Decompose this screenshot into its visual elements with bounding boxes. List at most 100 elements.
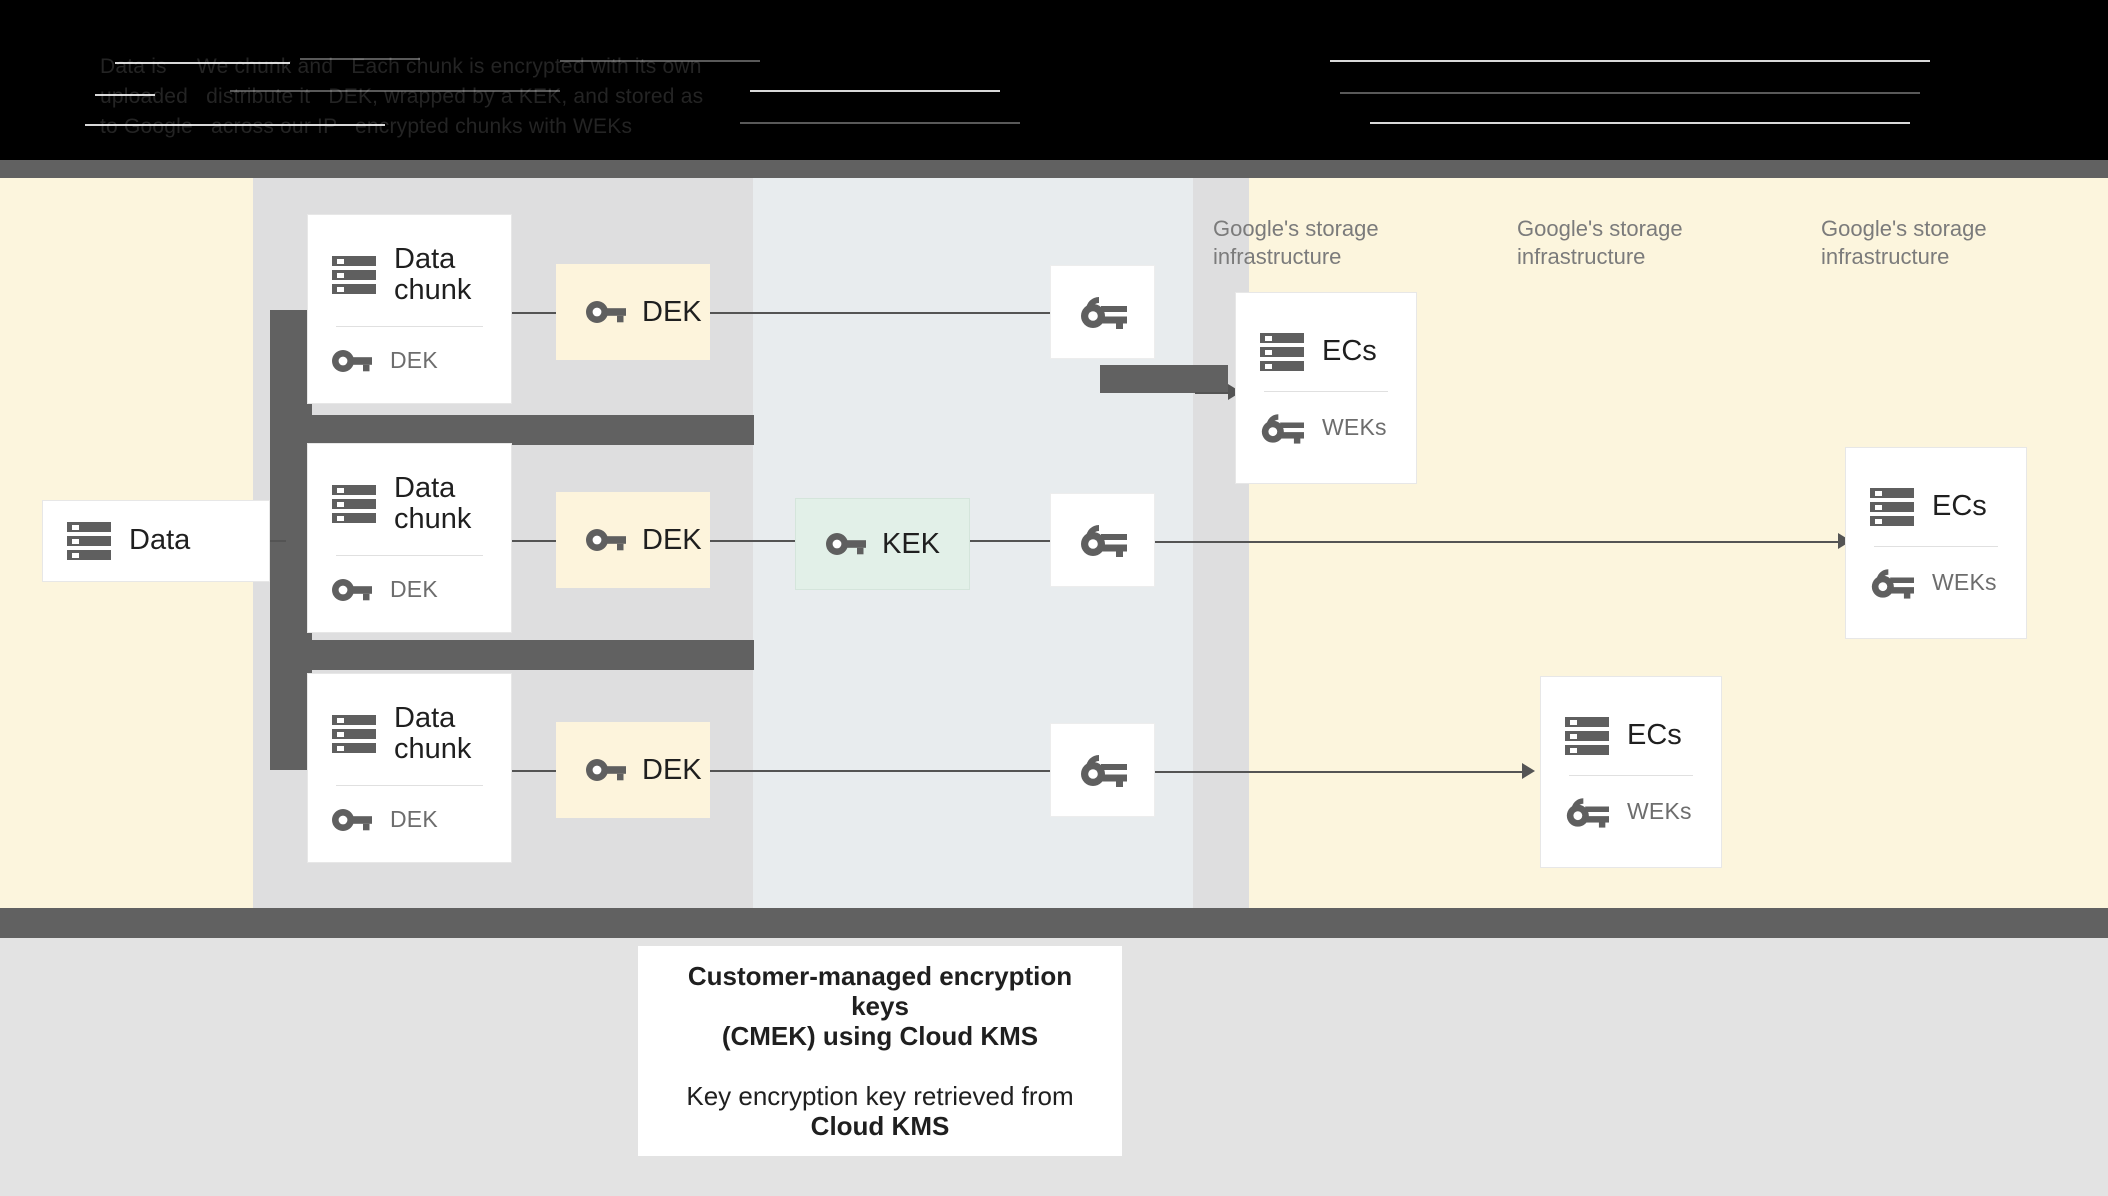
chunk2-divider <box>336 555 483 557</box>
wrapped-key-icon <box>1080 525 1127 557</box>
chip-kek[interactable]: KEK <box>795 498 970 590</box>
obscured-banner: Data is We chunk and Each chunk is encry… <box>0 0 2108 160</box>
banner-line-3: to Google across our IP encrypted chunks… <box>100 115 633 138</box>
key-icon <box>586 759 626 781</box>
connector-wek1-ecs1 <box>1195 392 1233 394</box>
ecs3-title: ECs <box>1627 718 1682 751</box>
card-ecs-3[interactable]: ECs WEKs <box>1540 676 1722 868</box>
connector-chunk2-dek <box>512 540 556 542</box>
arrowhead-ecs3 <box>1522 763 1535 779</box>
connector-dek1-wek <box>710 312 1050 314</box>
chip-dek-2-label: DEK <box>642 523 702 556</box>
chip-kek-label: KEK <box>882 527 941 560</box>
card-data-chunk-2[interactable]: Data chunk DEK <box>307 443 512 633</box>
top-divider-bar <box>0 160 2108 178</box>
banner-artifact <box>230 90 560 92</box>
key-icon <box>332 578 372 601</box>
storage-icon <box>67 522 111 560</box>
caption-body-line1: Key encryption key retrieved from <box>686 1081 1074 1111</box>
gray-column-right <box>1193 178 1249 908</box>
banner-artifact <box>300 58 420 60</box>
connector-kek-wek <box>965 540 1050 542</box>
banner-artifact <box>750 90 1000 92</box>
card-ecs-1[interactable]: ECs WEKs <box>1235 292 1417 484</box>
wrapped-key-box-2[interactable] <box>1050 493 1155 587</box>
caption-panel: Customer-managed encryption keys (CMEK) … <box>638 946 1122 1156</box>
wrapped-key-box-3[interactable] <box>1050 723 1155 817</box>
chunk2-title: Data chunk <box>394 471 472 535</box>
wrapped-key-icon <box>1566 797 1609 828</box>
chunk3-title: Data chunk <box>394 701 472 765</box>
banner-artifact <box>115 62 290 64</box>
ecs2-key-row: WEKs <box>1846 567 2026 599</box>
chip-dek-3-label: DEK <box>642 753 702 786</box>
key-icon <box>332 349 372 372</box>
banner-artifact <box>95 94 155 96</box>
chunk1-key-row: DEK <box>308 347 511 374</box>
key-icon <box>826 533 866 555</box>
caption-heading-line1: Customer-managed encryption keys <box>687 961 1073 1021</box>
key-icon <box>332 808 372 831</box>
chunk3-divider <box>336 785 483 787</box>
chunk3-sub: DEK <box>390 806 438 833</box>
ecs3-key-row: WEKs <box>1541 796 1721 828</box>
caption-body-line2: Cloud KMS <box>810 1111 950 1141</box>
chunk1-title: Data chunk <box>394 242 472 306</box>
wrapped-key-icon <box>1261 413 1304 444</box>
ecs2-header: ECs <box>1846 487 2026 526</box>
card-data-chunk-3[interactable]: Data chunk DEK <box>307 673 512 863</box>
card-data-title: Data <box>129 524 191 557</box>
ecs3-header: ECs <box>1541 716 1721 755</box>
banner-artifact <box>85 124 385 126</box>
card-data-chunk-1[interactable]: Data chunk DEK <box>307 214 512 404</box>
fanout-arm-bottom <box>270 640 754 670</box>
card-data[interactable]: Data <box>42 500 270 582</box>
infra-label-3: Google's storage infrastructure <box>1821 216 1987 269</box>
storage-icon <box>1260 332 1304 371</box>
chunk2-header: Data chunk <box>308 471 511 536</box>
banner-artifact <box>560 60 760 62</box>
ecs3-divider <box>1569 774 1693 776</box>
key-icon <box>586 529 626 551</box>
key-icon <box>586 301 626 323</box>
caption-heading-line2: (CMEK) using Cloud KMS <box>721 1021 1039 1051</box>
ecs2-sub: WEKs <box>1932 569 1997 595</box>
banner-artifact <box>1330 60 1930 62</box>
wrapped-key-box-1[interactable] <box>1050 265 1155 359</box>
chunk3-key-row: DEK <box>308 806 511 833</box>
banner-artifact <box>1340 92 1920 94</box>
ecs3-sub: WEKs <box>1627 798 1692 824</box>
ecs1-divider <box>1264 390 1388 392</box>
chunk1-divider <box>336 326 483 328</box>
connector-wek3-ecs3 <box>1155 771 1530 773</box>
ecs1-header: ECs <box>1236 332 1416 371</box>
wek1-dark-stub <box>1100 365 1228 393</box>
chunk1-sub: DEK <box>390 347 438 374</box>
infra-label-1: Google's storage infrastructure <box>1213 216 1379 269</box>
wrapped-key-icon <box>1080 297 1127 329</box>
storage-icon <box>1870 487 1914 526</box>
bottom-divider-bar <box>0 908 2108 938</box>
banner-artifact <box>740 122 1020 124</box>
storage-icon <box>332 485 376 523</box>
chunk1-header: Data chunk <box>308 242 511 307</box>
infra-label-2: Google's storage infrastructure <box>1517 216 1683 269</box>
connector-dek3-wek <box>710 770 1050 772</box>
connector-chunk1-dek <box>512 312 556 314</box>
chip-dek-1[interactable]: DEK <box>556 264 710 360</box>
wrapped-key-icon <box>1080 755 1127 787</box>
card-ecs-2[interactable]: ECs WEKs <box>1845 447 2027 639</box>
storage-icon <box>1565 716 1609 755</box>
storage-icon <box>332 256 376 294</box>
chip-dek-3[interactable]: DEK <box>556 722 710 818</box>
banner-artifact <box>1370 122 1910 124</box>
ecs2-divider <box>1874 545 1998 547</box>
ecs2-title: ECs <box>1932 489 1987 522</box>
ecs1-sub: WEKs <box>1322 414 1387 440</box>
chip-dek-2[interactable]: DEK <box>556 492 710 588</box>
chip-dek-1-label: DEK <box>642 295 702 328</box>
chunk2-key-row: DEK <box>308 576 511 603</box>
fanout-arm-top <box>270 415 754 445</box>
ecs1-title: ECs <box>1322 334 1377 367</box>
